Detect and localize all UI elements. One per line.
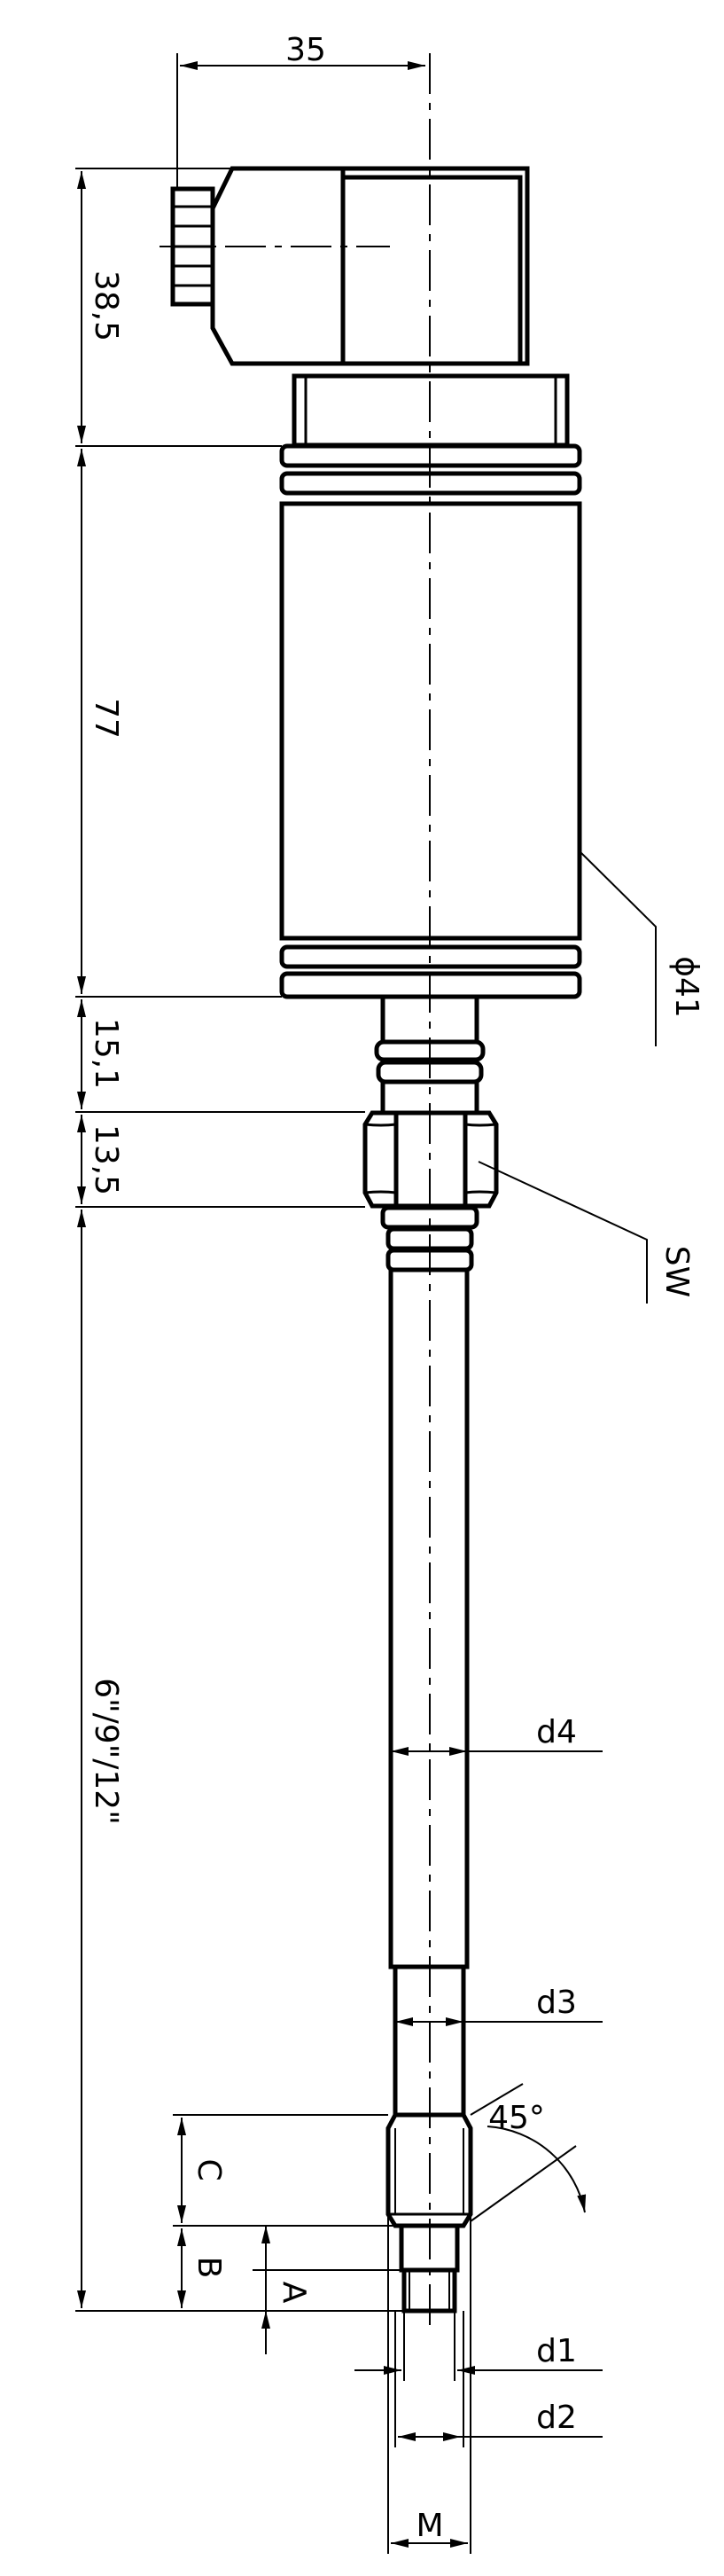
dim-label-45: 45°	[488, 2100, 545, 2136]
dim-label-77: 77	[88, 698, 124, 739]
dim-d1: d1	[354, 2311, 603, 2381]
dim-d3: d3	[395, 1985, 603, 2026]
dim-label-sw: SW	[658, 1246, 695, 1297]
dim-label-a: A	[276, 2282, 312, 2304]
dim-label-15-1: 15,1	[88, 1018, 124, 1089]
hex-nut	[362, 1110, 499, 1209]
dim-label-c: C	[191, 2158, 227, 2181]
dim-d4: d4	[391, 1714, 603, 1756]
dim-label-b: B	[191, 2257, 227, 2279]
dim-label-d1: d1	[536, 2333, 577, 2369]
dim-label-diameter: ϕ41	[668, 956, 705, 1018]
dim-label-d4: d4	[536, 1714, 577, 1750]
dim-wrench-sw: SW	[478, 1161, 695, 1304]
dim-diameter-41: ϕ41	[579, 850, 705, 1046]
dim-m: M	[387, 2214, 471, 2554]
dim-label-38-5: 38,5	[88, 270, 124, 341]
dim-label-probe-length: 6"/9"/12"	[88, 1678, 124, 1825]
dim-label-d2: d2	[536, 2400, 577, 2436]
dimensions: 35 38,5 77 15,1 13,5 6"/9"/12" ϕ41	[75, 32, 705, 2554]
threaded-tip	[385, 2112, 473, 2314]
dim-label-13-5: 13,5	[88, 1124, 124, 1195]
dim-label-35: 35	[285, 32, 326, 68]
dim-label-m: M	[416, 2508, 443, 2544]
dim-angle-45: 45°	[470, 2083, 587, 2222]
dim-d2: d2	[394, 2311, 603, 2447]
dim-left-chain: 38,5 77 15,1 13,5 6"/9"/12"	[75, 168, 404, 2312]
connector-housing	[210, 166, 530, 366]
dim-width-35: 35	[176, 32, 425, 188]
dim-label-d3: d3	[536, 1985, 577, 2021]
dim-cba: C B A	[173, 2114, 404, 2354]
sensor-outline	[160, 53, 582, 2332]
